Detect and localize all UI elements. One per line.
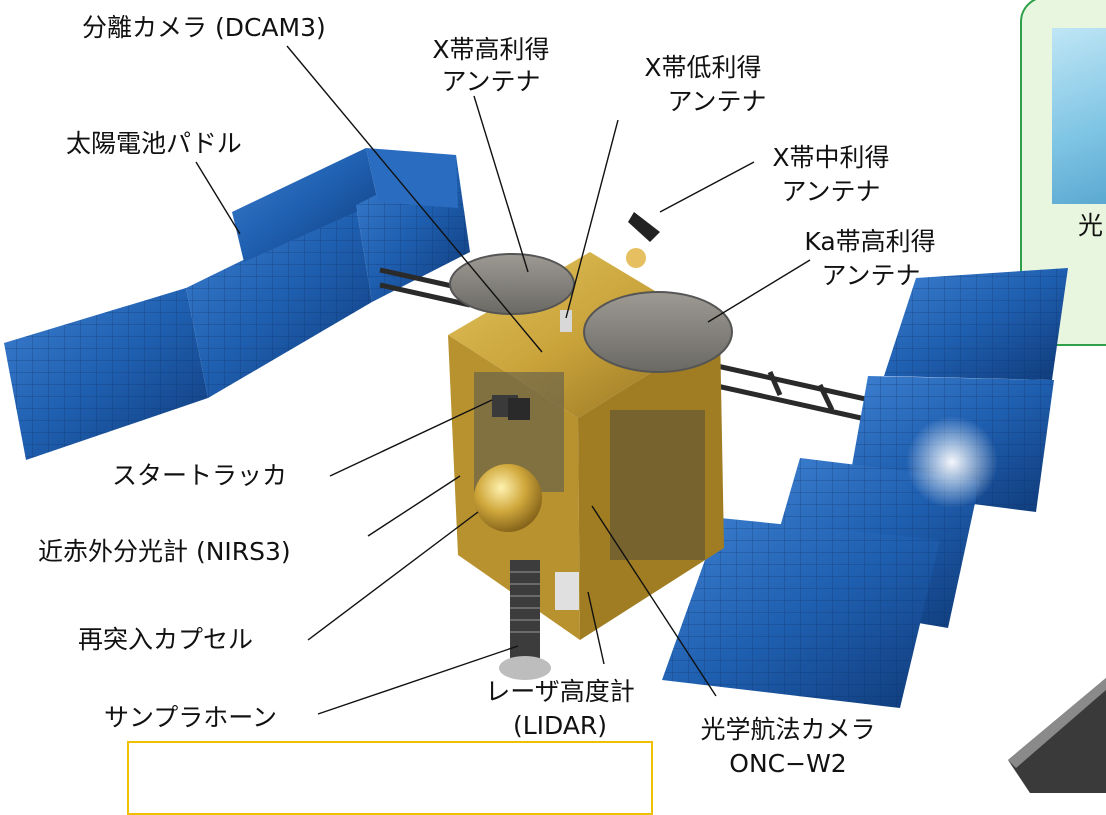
label-lidar-line2: (LIDAR) [512, 711, 608, 740]
label-onc-line2: ONC−W2 [729, 749, 847, 778]
spacecraft-diagram: 光 [4, 0, 1106, 815]
label-x-high-gain-line2: アンテナ [441, 67, 541, 96]
label-ka-high-gain-line1: Ka帯高利得 [804, 227, 936, 256]
side-callout-photo [1052, 28, 1106, 204]
spacecraft-illustration [4, 148, 1068, 708]
spacecraft-body [448, 252, 724, 640]
left-solar-paddle [4, 148, 470, 460]
label-ka-high-gain-line2: アンテナ [821, 261, 921, 290]
label-nirs3: 近赤外分光計 (NIRS3) [38, 537, 291, 566]
label-x-low-gain-line1: X帯低利得 [644, 53, 762, 82]
partial-panel-corner [1008, 678, 1106, 793]
x-high-gain-dish [449, 253, 575, 315]
label-x-low-gain-line2: アンテナ [667, 87, 767, 116]
side-callout-label: 光 [1078, 211, 1104, 240]
label-sampler-horn: サンプラホーン [104, 703, 278, 732]
label-x-high-gain-line1: X帯高利得 [432, 35, 550, 64]
antennas [449, 212, 733, 373]
leader-lines [195, 45, 811, 715]
ka-high-gain-dish [583, 291, 733, 373]
label-x-mid-gain-line1: X帯中利得 [772, 143, 890, 172]
right-solar-paddle [662, 268, 1068, 708]
label-onc-line1: 光学航法カメラ [700, 715, 876, 744]
reentry-capsule-shape [474, 464, 542, 532]
label-solar-paddle: 太陽電池パドル [66, 129, 242, 158]
label-x-mid-gain-line2: アンテナ [781, 177, 881, 206]
label-reentry-capsule: 再突入カプセル [78, 625, 254, 654]
label-lidar-line1: レーザ高度計 [485, 677, 635, 706]
label-star-tracker: スタートラッカ [112, 461, 288, 490]
x-mid-gain-antenna [628, 212, 660, 242]
label-dcam3: 分離カメラ (DCAM3) [82, 13, 326, 42]
sampler-horn-shape [499, 560, 551, 680]
